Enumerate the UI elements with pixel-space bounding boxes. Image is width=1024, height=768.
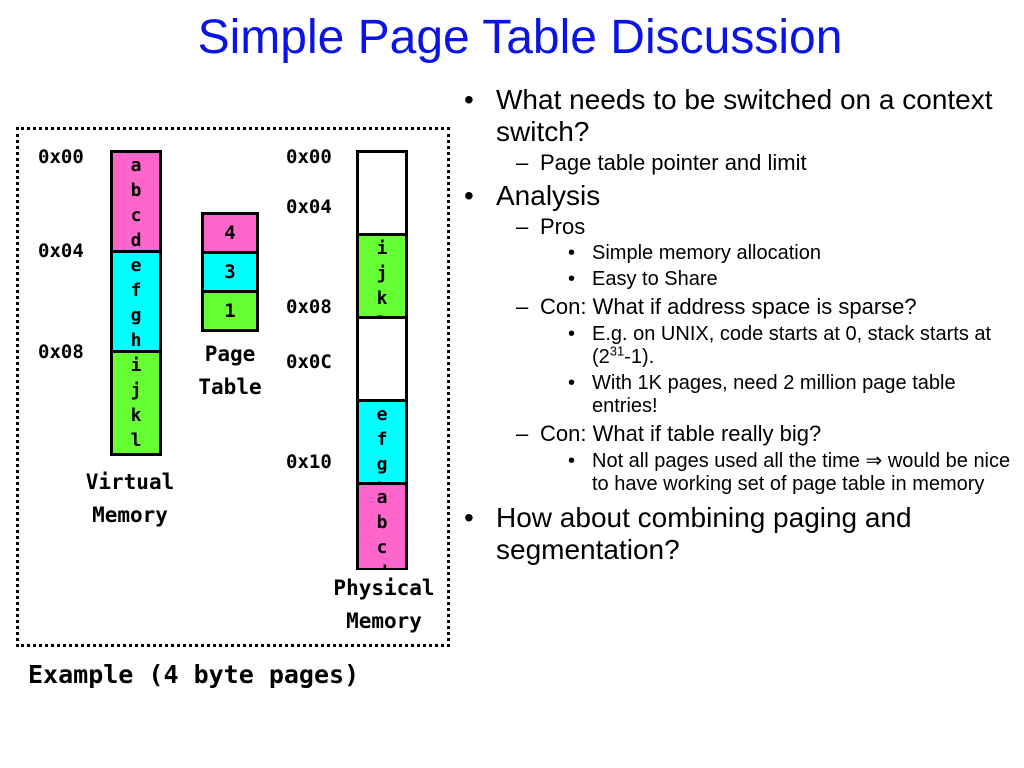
physical-byte: i (376, 238, 388, 259)
physical-address-0: 0x00 (286, 146, 332, 168)
bullet-simple-allocation: Simple memory allocation (460, 242, 1020, 265)
bullet-working-set: Not all pages used all the time ⇒ would … (460, 450, 1012, 496)
virtual-byte: j (130, 380, 142, 401)
bullet-page-table-pointer: Page table pointer and limit (460, 150, 1020, 176)
page-table-entry-0: 4 (204, 215, 256, 254)
physical-address-1: 0x04 (286, 196, 332, 218)
virtual-byte: e (130, 255, 142, 276)
bullet-table-big: Con: What if table really big? (460, 421, 1020, 447)
virtual-byte: i (130, 355, 142, 376)
page-table-entry-1: 3 (204, 254, 256, 293)
unix-exponent: 31 (609, 343, 625, 359)
example-frame (16, 127, 450, 647)
working-set-pre: Not all pages used all the time (592, 450, 866, 472)
bullet-pros: Pros (460, 214, 1020, 240)
virtual-label-line2: Memory (92, 503, 168, 527)
page-title: Simple Page Table Discussion (197, 11, 843, 64)
physical-byte: k (376, 288, 388, 309)
unix-text-post: -1). (624, 346, 655, 368)
example-caption: Example (4 byte pages) (28, 660, 360, 689)
virtual-byte: k (130, 405, 142, 426)
page-table-label: Page Table (180, 338, 280, 404)
physical-byte: g (376, 454, 388, 475)
page-table-label-line2: Table (198, 375, 262, 399)
virtual-label-line1: Virtual (85, 470, 175, 494)
physical-byte: a (376, 487, 388, 508)
virtual-address-1: 0x04 (38, 240, 84, 262)
physical-address-4: 0x10 (286, 451, 332, 473)
working-set-post: would be nice to have working set of pag… (592, 450, 1011, 495)
physical-address-2: 0x08 (286, 296, 332, 318)
virtual-byte: c (130, 205, 142, 226)
bullet-combining: How about combining paging and segmentat… (460, 502, 1016, 566)
page-table-label-line1: Page (204, 342, 256, 366)
physical-byte: d (377, 560, 388, 568)
virtual-byte: f (130, 280, 142, 301)
bullet-analysis: Analysis (460, 180, 1020, 212)
physical-label-line1: Physical (333, 576, 435, 600)
implies-icon: ⇒ (865, 450, 883, 472)
virtual-address-2: 0x08 (38, 341, 84, 363)
bullet-list: What needs to be switched on a context s… (460, 84, 1020, 568)
virtual-byte: l (130, 430, 142, 451)
virtual-byte: d (130, 230, 142, 251)
physical-memory-column: ijklefghabcd (356, 150, 408, 570)
physical-byte: l (377, 311, 388, 316)
physical-byte: c (376, 537, 388, 558)
physical-byte: f (376, 429, 388, 450)
bullet-1k-pages: With 1K pages, need 2 million page table… (460, 372, 1012, 418)
bullet-unix-example: E.g. on UNIX, code starts at 0, stack st… (460, 323, 1012, 369)
physical-address-3: 0x0C (286, 351, 332, 373)
virtual-address-0: 0x00 (38, 146, 84, 168)
unix-text-pre: E.g. on UNIX, code starts at 0, stack st… (592, 323, 992, 368)
virtual-byte: h (130, 330, 142, 351)
physical-byte: j (376, 263, 388, 284)
physical-byte: e (376, 404, 388, 425)
bullet-sparse: Con: What if address space is sparse? (460, 294, 940, 320)
bullet-context-switch: What needs to be switched on a context s… (460, 84, 1016, 148)
physical-page-0 (359, 153, 405, 236)
physical-byte: h (377, 477, 388, 482)
virtual-byte: a (130, 155, 142, 176)
virtual-byte: b (130, 180, 142, 201)
virtual-memory-label: Virtual Memory (60, 466, 200, 532)
physical-byte: b (376, 512, 388, 533)
virtual-byte: g (130, 305, 142, 326)
physical-label-line2: Memory (346, 609, 422, 633)
page-table-entry-2: 1 (204, 293, 256, 329)
physical-memory-label: Physical Memory (318, 572, 450, 638)
bullet-easy-share: Easy to Share (460, 268, 1020, 291)
physical-page-2 (359, 319, 405, 402)
